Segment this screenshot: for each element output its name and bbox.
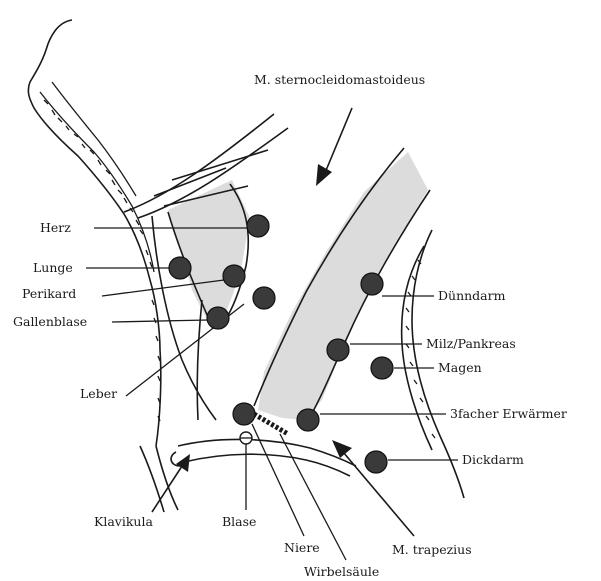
label-perikard: Perikard	[22, 286, 76, 301]
leader-gallenblase	[112, 320, 208, 322]
label-leber: Leber	[80, 386, 117, 401]
label-klavikula: Klavikula	[94, 514, 153, 529]
label-scm: M. sternocleidomastoideus	[254, 72, 425, 87]
klavikula-arrow-shaft	[152, 460, 186, 512]
point-duenndarm	[361, 273, 383, 295]
label-milz-pankreas: Milz/Pankreas	[426, 336, 516, 351]
point-magen	[371, 357, 393, 379]
point-extra	[253, 287, 275, 309]
label-gallenblase: Gallenblase	[13, 314, 87, 329]
skin-outer-outline	[52, 82, 136, 196]
leader-niere	[252, 424, 304, 536]
point-lunge	[169, 257, 191, 279]
label-niere: Niere	[284, 540, 320, 555]
chest-line	[140, 446, 164, 512]
point-dickdarm	[365, 451, 387, 473]
trapezius-arrow-head	[332, 440, 352, 458]
point-gallenblase	[207, 307, 229, 329]
klavikula-arrow-head	[176, 454, 190, 472]
skin-inner-outline	[40, 92, 154, 272]
scm-arrow-head	[316, 164, 332, 186]
label-magen: Magen	[438, 360, 482, 375]
trapezius-shaded-region	[258, 152, 428, 420]
label-lunge: Lunge	[33, 260, 73, 275]
label-herz: Herz	[40, 220, 71, 235]
clavicle-upper	[178, 439, 356, 466]
trachea-line	[197, 300, 202, 420]
label-blase: Blase	[222, 514, 256, 529]
point-milz-pankreas	[327, 339, 349, 361]
label-dickdarm: Dickdarm	[462, 452, 524, 467]
label-erwaermer: 3facher Erwärmer	[450, 406, 567, 421]
label-trapezius: M. trapezius	[392, 542, 472, 557]
label-wirbelsaeule: Wirbelsäule	[304, 564, 379, 579]
point-erwaermer	[297, 409, 319, 431]
point-herz	[247, 215, 269, 237]
point-perikard	[223, 265, 245, 287]
point-niere	[233, 403, 255, 425]
label-duenndarm: Dünndarm	[438, 288, 506, 303]
